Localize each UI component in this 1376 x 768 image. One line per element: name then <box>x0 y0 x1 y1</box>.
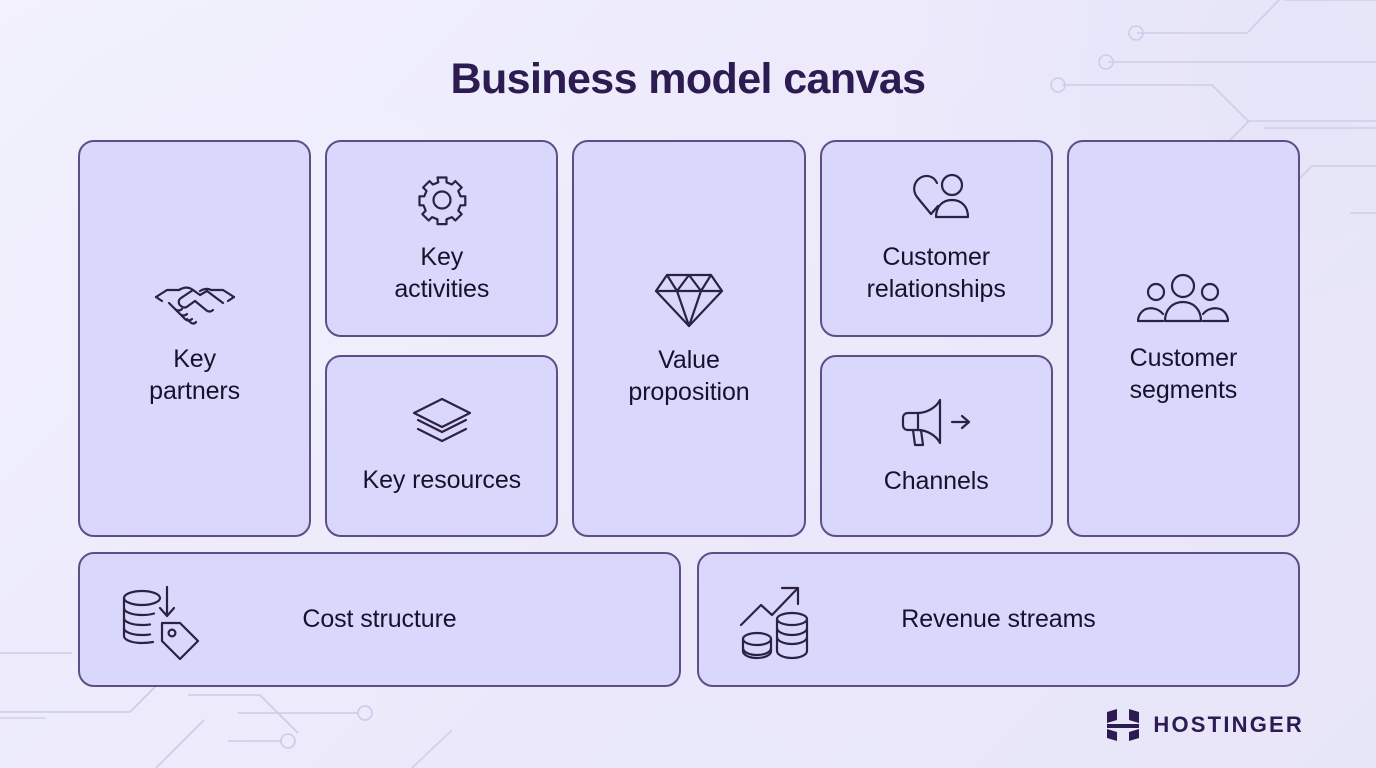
card-revenue-streams[interactable]: Revenue streams <box>697 552 1300 687</box>
handshake-icon <box>151 270 239 330</box>
people-group-icon <box>1137 271 1230 329</box>
card-cost-structure[interactable]: Cost structure <box>78 552 681 687</box>
brand-name: HOSTINGER <box>1153 712 1304 737</box>
card-label-cost-structure: Cost structure <box>302 605 457 633</box>
layers-icon <box>410 395 474 451</box>
brand-logo: HOSTINGER <box>1106 708 1304 742</box>
card-label-revenue-streams: Revenue streams <box>901 605 1096 633</box>
card-key-resources[interactable]: Key resources <box>325 355 559 537</box>
page-title: Business model canvas <box>450 55 927 103</box>
gear-icon <box>414 172 470 228</box>
card-channels[interactable]: Channels <box>819 355 1053 537</box>
card-label-key-resources: Key resources <box>362 466 522 495</box>
growth-arrow-coins-icon <box>735 577 821 663</box>
megaphone-arrow-icon <box>896 394 976 452</box>
hostinger-h-logo-icon <box>1106 708 1140 742</box>
canvas-grid-bottom: Cost structure Revenue streams <box>78 552 1300 687</box>
heart-person-icon <box>896 172 976 228</box>
card-label-channels: Channels <box>883 467 989 496</box>
coins-tag-down-arrow-icon <box>116 577 202 663</box>
diamond-icon <box>654 269 724 331</box>
